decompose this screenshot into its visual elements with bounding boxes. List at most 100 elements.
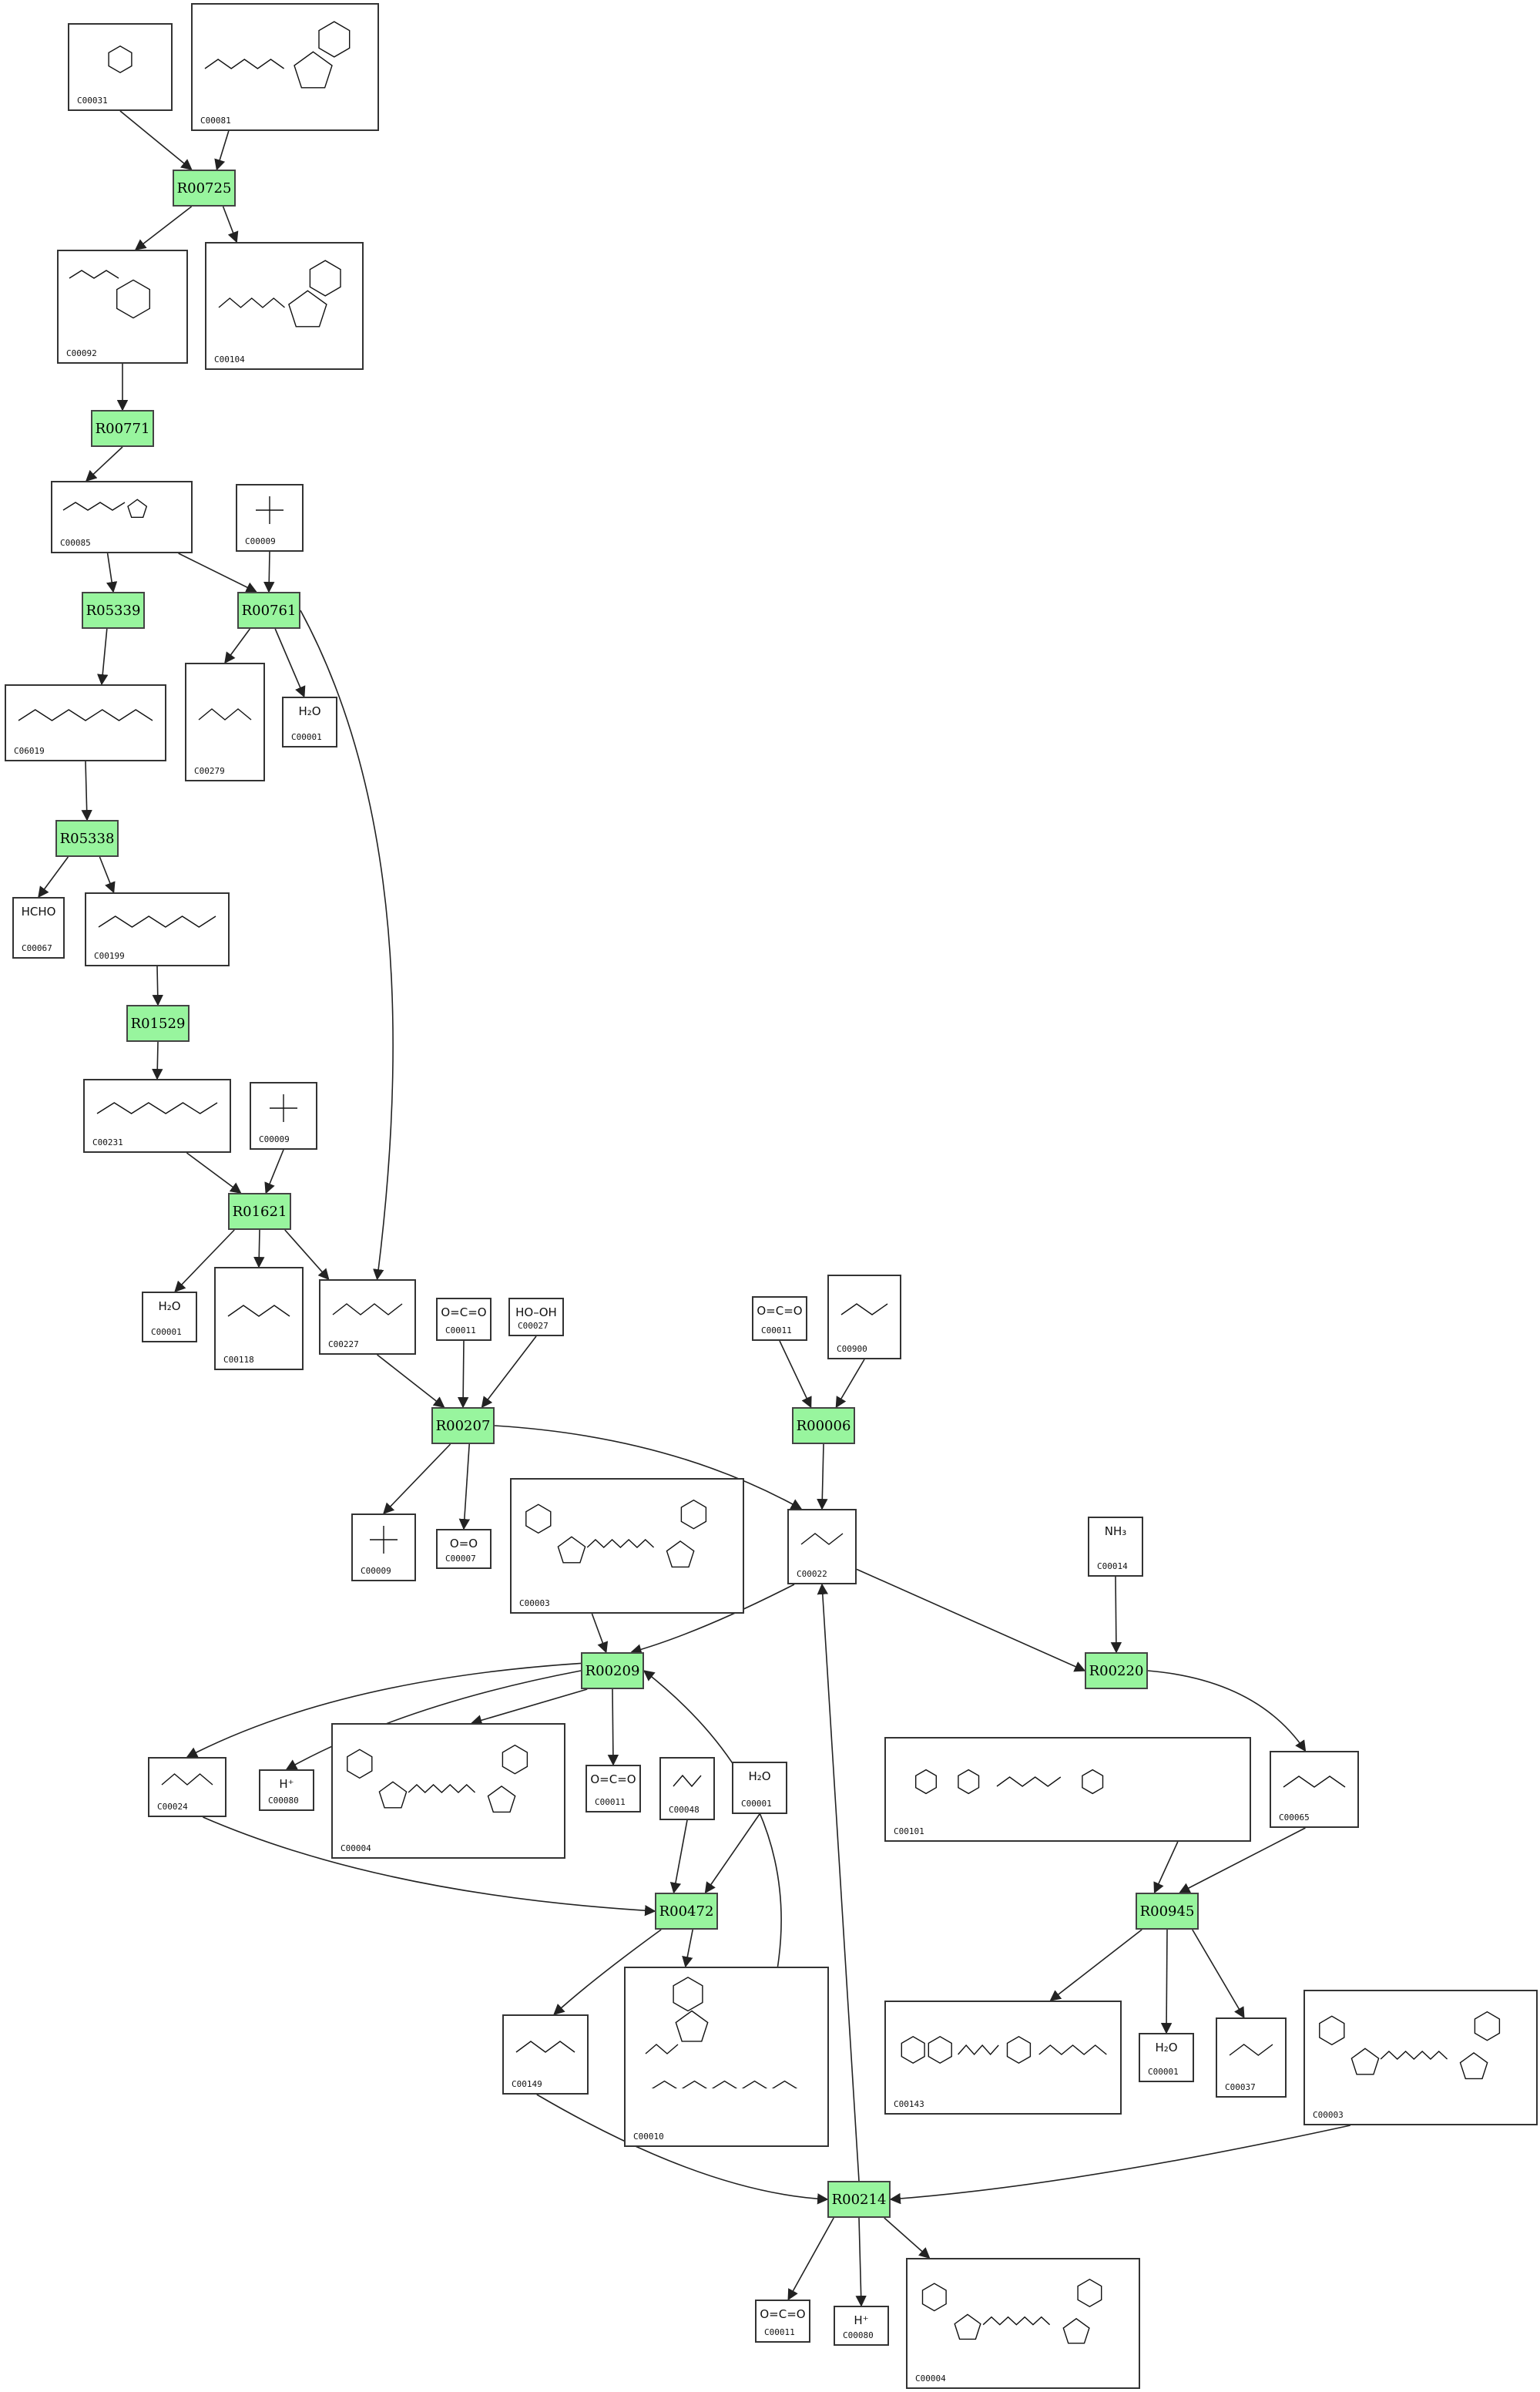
reaction-node[interactable]: R00214 — [827, 2181, 891, 2218]
reaction-edge — [1049, 1929, 1142, 2001]
reaction-node[interactable]: R00472 — [655, 1893, 718, 1930]
reaction-edge — [285, 1670, 582, 1770]
compound-node[interactable]: C00227 — [319, 1279, 416, 1355]
compound-id: C00092 — [66, 348, 97, 358]
compound-node[interactable]: C00031 — [68, 23, 173, 111]
compound-node[interactable]: C00143 — [884, 2001, 1122, 2115]
compound-node[interactable]: C00009 — [351, 1513, 416, 1581]
compound-node[interactable]: C00037 — [1216, 2017, 1287, 2098]
compound-node[interactable]: C00024 — [148, 1757, 226, 1817]
reaction-node[interactable]: R05339 — [82, 592, 145, 629]
compound-node[interactable]: C06019 — [5, 684, 166, 761]
compound-id: C00080 — [268, 1796, 299, 1806]
compound-id: C00001 — [1148, 2067, 1179, 2077]
chain-structure-drawing — [840, 1303, 888, 1315]
reaction-edge — [1179, 1827, 1306, 1893]
dinucleotide-structure-drawing — [1319, 2011, 1501, 2080]
compound-node[interactable]: C00900 — [827, 1275, 901, 1359]
compound-node[interactable]: C00104 — [205, 242, 364, 370]
compound-node[interactable]: H₂O C00001 — [1139, 2033, 1194, 2082]
compound-node[interactable]: C00149 — [502, 2014, 589, 2095]
compound-node[interactable]: C00022 — [787, 1509, 857, 1584]
reaction-node[interactable]: R00220 — [1085, 1652, 1148, 1689]
compound-node[interactable]: O=C=O C00011 — [755, 2300, 810, 2343]
compound-id: C00007 — [445, 1554, 476, 1564]
reaction-node[interactable]: R00771 — [91, 410, 154, 447]
reaction-edge — [855, 2217, 867, 2307]
reaction-node[interactable]: R00945 — [1136, 1893, 1199, 1930]
reaction-node[interactable]: R00761 — [237, 592, 300, 629]
reaction-node[interactable]: R00006 — [792, 1407, 855, 1444]
reaction-edge — [186, 1662, 582, 1758]
compound-id: C00024 — [157, 1802, 188, 1812]
compound-node[interactable]: C00231 — [83, 1079, 231, 1153]
reaction-edge — [99, 856, 116, 894]
reaction-edge — [1153, 1841, 1179, 1894]
chemical-formula: H₂O — [298, 704, 321, 718]
compound-node[interactable]: C00004 — [331, 1723, 565, 1859]
compound-id: C00001 — [291, 732, 322, 742]
reaction-edge — [81, 761, 92, 821]
reaction-edge — [669, 1819, 688, 1894]
reaction-node[interactable]: R00725 — [173, 170, 236, 207]
compound-node[interactable]: C00085 — [51, 481, 193, 553]
reaction-edge — [607, 1688, 619, 1766]
chain-structure-drawing — [515, 2041, 575, 2053]
compound-node[interactable]: C00101 — [884, 1737, 1251, 1842]
compound-id: C00022 — [797, 1569, 827, 1579]
compound-id: C00081 — [200, 116, 231, 126]
chain-structure-drawing — [1283, 1776, 1346, 1788]
compound-node[interactable]: C00048 — [659, 1757, 715, 1820]
compound-node[interactable]: C00004 — [906, 2258, 1140, 2389]
compound-id: C00014 — [1097, 1561, 1128, 1571]
chain-structure-drawing — [161, 1773, 213, 1786]
compound-id: C00085 — [60, 538, 91, 548]
compound-node[interactable]: C00009 — [236, 484, 304, 552]
compound-id: C00011 — [761, 1325, 792, 1335]
dinucleotide-structure-drawing — [525, 1499, 707, 1568]
reaction-edge — [134, 206, 193, 250]
compound-id: C00065 — [1279, 1812, 1310, 1823]
compound-node[interactable]: H⁺C00080 — [259, 1769, 314, 1811]
compound-node[interactable]: C00003 — [1303, 1990, 1538, 2125]
compound-id: C00118 — [223, 1355, 254, 1365]
reaction-node[interactable]: R00207 — [431, 1407, 495, 1444]
reaction-edge — [856, 1568, 1086, 1672]
compound-id: C00231 — [92, 1137, 123, 1147]
reaction-edge — [458, 1443, 471, 1530]
reaction-node[interactable]: R05338 — [55, 820, 119, 857]
chain-phosphate-structure-drawing — [332, 1303, 403, 1315]
reaction-edge — [106, 553, 118, 593]
reaction-node[interactable]: R00209 — [581, 1652, 644, 1689]
chemical-formula: O=C=O — [760, 2307, 806, 2321]
compound-node[interactable]: C00199 — [85, 892, 230, 966]
compound-node[interactable]: H⁺C00080 — [834, 2306, 889, 2346]
compound-node[interactable]: C00092 — [57, 250, 188, 364]
compound-node[interactable]: C00009 — [250, 1082, 317, 1150]
reaction-edge — [817, 1583, 860, 2182]
compound-node[interactable]: C00081 — [191, 3, 379, 131]
compound-id: C00009 — [361, 1566, 391, 1576]
compound-node[interactable]: C00065 — [1270, 1751, 1359, 1828]
reaction-node[interactable]: R01529 — [126, 1005, 190, 1042]
compound-node[interactable]: H₂O C00001 — [282, 697, 337, 748]
compound-node[interactable]: O=O C00007 — [436, 1529, 492, 1569]
compound-node[interactable]: C00118 — [214, 1267, 304, 1370]
reaction-node[interactable]: R01621 — [228, 1193, 291, 1230]
compound-id: C00011 — [445, 1325, 476, 1335]
compound-node[interactable]: C00279 — [185, 663, 265, 781]
chemical-formula: H₂O — [1155, 2041, 1178, 2054]
compound-node[interactable]: C00010 — [624, 1967, 829, 2147]
compound-id: C00011 — [764, 2327, 795, 2337]
reaction-edge — [186, 1152, 242, 1194]
chemical-formula: O=O — [449, 1537, 478, 1550]
compound-node[interactable]: C00003 — [510, 1478, 744, 1614]
